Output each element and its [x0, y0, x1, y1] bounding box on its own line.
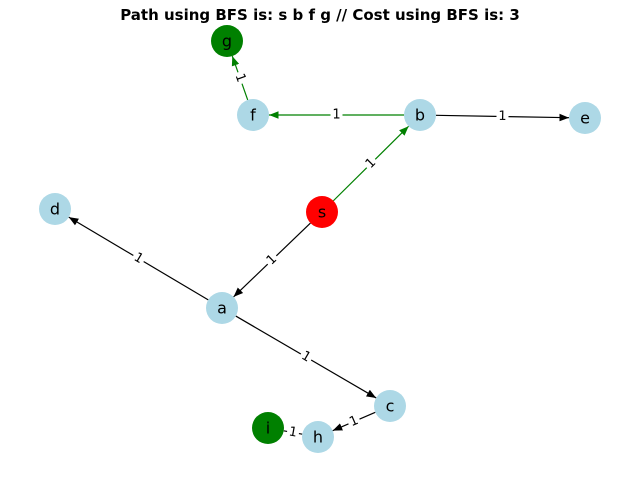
- node-label-h: h: [313, 428, 323, 447]
- node-g: g: [211, 25, 243, 57]
- edge-labels-layer: 1 1 1 1 1 1 1 1 1: [129, 69, 509, 442]
- node-label-g: g: [222, 32, 232, 51]
- edge-weight-c-h: 1: [345, 411, 363, 432]
- edge-weight-b-e: 1: [496, 108, 509, 125]
- node-label-i: i: [266, 419, 270, 438]
- node-label-a: a: [217, 299, 227, 318]
- edge-weight-b-f: 1: [330, 107, 343, 123]
- node-s: s: [306, 196, 338, 228]
- nodes-layer: s a b c d e f g h i: [39, 25, 601, 453]
- edge-weight-s-a: 1: [262, 250, 282, 270]
- node-c: c: [374, 390, 406, 422]
- node-label-e: e: [580, 109, 590, 128]
- edge-weight-f-g: 1: [230, 69, 250, 87]
- node-label-s: s: [318, 203, 326, 222]
- node-i: i: [252, 412, 284, 444]
- node-label-c: c: [386, 397, 395, 416]
- node-e: e: [569, 102, 601, 134]
- graph-title: Path using BFS is: s b f g // Cost using…: [120, 6, 520, 24]
- node-b: b: [404, 99, 436, 131]
- node-d: d: [39, 193, 71, 225]
- svg-text:1: 1: [288, 424, 299, 440]
- node-a: a: [206, 292, 238, 324]
- node-label-b: b: [415, 106, 425, 125]
- node-f: f: [237, 99, 269, 131]
- edge-weight-a-c: 1: [296, 347, 316, 367]
- edges-layer: [68, 55, 570, 435]
- node-label-f: f: [250, 106, 256, 125]
- node-label-d: d: [50, 200, 60, 219]
- node-h: h: [302, 421, 334, 453]
- edge-weight-s-b: 1: [361, 153, 381, 174]
- svg-text:1: 1: [498, 109, 507, 124]
- svg-text:1: 1: [332, 108, 340, 123]
- edge-weight-h-i: 1: [285, 423, 301, 442]
- edge-weight-a-d: 1: [129, 248, 148, 269]
